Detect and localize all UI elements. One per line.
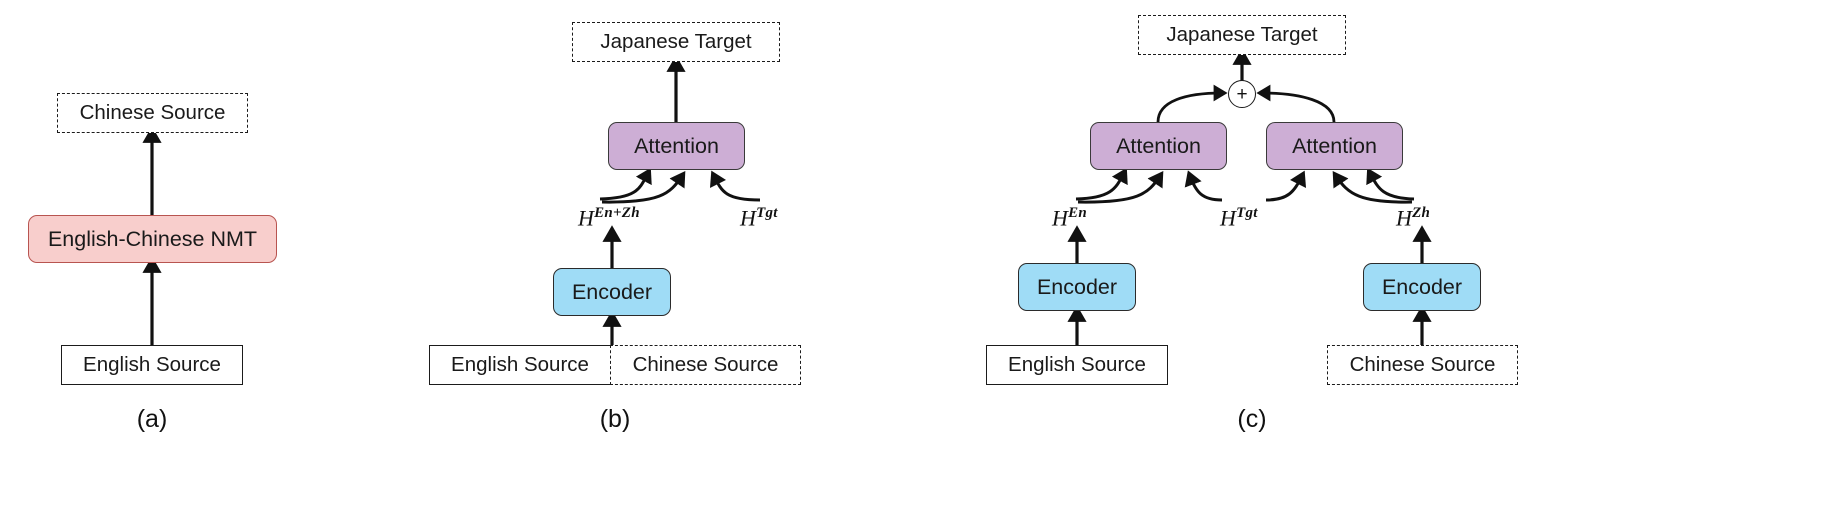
arrow-zh-state-to-right-attention-1: [1366, 167, 1415, 201]
panel-c-right-attention-box: Attention: [1266, 122, 1403, 170]
arrow-en-state-to-left-attention-1: [1075, 167, 1128, 201]
arrow-tgt-state-to-right-attention: [1265, 170, 1307, 202]
panel-a-chinese-source-label: Chinese Source: [79, 101, 226, 125]
h-symbol: H: [578, 205, 595, 231]
panel-b-encoder-box: Encoder: [553, 268, 671, 316]
panel-c-tgt-state-label: HTgt: [1220, 205, 1258, 231]
panel-b-encoder-state-label: HEn+Zh: [578, 205, 640, 231]
panel-b-chinese-source-box: Chinese Source: [610, 345, 801, 385]
panel-c-left-attention-box: Attention: [1090, 122, 1227, 170]
panel-a-nmt-box: English-Chinese NMT: [28, 215, 277, 263]
panel-c-right-encoder-box: Encoder: [1363, 263, 1481, 311]
panel-b-japanese-target-box: Japanese Target: [572, 22, 780, 62]
arrow-en-state-to-left-attention-2: [1077, 171, 1164, 204]
panel-c-japanese-target-box: Japanese Target: [1138, 15, 1346, 55]
h-superscript: En: [1068, 205, 1087, 221]
panel-c-left-encoder-box: Encoder: [1018, 263, 1136, 311]
panel-c-combine-label: +: [1236, 83, 1248, 105]
panel-c-right-encoder-label: Encoder: [1381, 274, 1463, 299]
arrow-zh-state-to-right-attention-2: [1332, 171, 1413, 204]
arrow-right-attention-to-combine: [1256, 84, 1336, 123]
panel-c-left-encoder-label: Encoder: [1036, 274, 1118, 299]
panel-b-attention-label: Attention: [634, 133, 719, 158]
arrow-tgt-state-to-attention: [709, 170, 761, 202]
panel-a-nmt-label: English-Chinese NMT: [47, 226, 258, 251]
panel-c-combine-node: +: [1228, 80, 1256, 108]
panel-b-encoder-label: Encoder: [571, 279, 653, 304]
panel-c-chinese-source-box: Chinese Source: [1327, 345, 1518, 385]
arrow-enc-state-to-attention-2: [601, 171, 686, 204]
panel-c-left-attention-label: Attention: [1116, 133, 1201, 158]
arrow-enc-state-to-attention-1: [599, 167, 652, 201]
panel-b-japanese-target-label: Japanese Target: [600, 30, 752, 54]
panel-b-english-source-label: English Source: [451, 353, 589, 377]
panel-b-caption: (b): [599, 405, 631, 433]
h-symbol: H: [740, 205, 757, 231]
h-symbol: H: [1396, 205, 1413, 231]
panel-c-zh-state-label: HZh: [1396, 205, 1430, 231]
panel-c-caption: (c): [1237, 405, 1267, 433]
h-symbol: H: [1220, 205, 1237, 231]
panel-a-chinese-source-box: Chinese Source: [57, 93, 248, 133]
panel-b-target-state-label: HTgt: [740, 205, 778, 231]
panel-c-en-state-label: HEn: [1052, 205, 1087, 231]
panel-c-japanese-target-label: Japanese Target: [1166, 23, 1318, 47]
panel-c-chinese-source-label: Chinese Source: [1349, 353, 1496, 377]
h-superscript: Tgt: [756, 205, 778, 221]
h-superscript: En+Zh: [594, 205, 640, 221]
panel-b-attention-box: Attention: [608, 122, 745, 170]
arrow-tgt-state-to-left-attention: [1184, 170, 1223, 202]
h-superscript: Tgt: [1236, 205, 1258, 221]
panel-b-english-source-box: English Source: [429, 345, 611, 385]
panel-a-caption: (a): [136, 405, 168, 433]
h-superscript: Zh: [1412, 205, 1431, 221]
arrow-left-attention-to-combine: [1156, 84, 1228, 123]
panel-c-english-source-label: English Source: [1008, 353, 1146, 377]
panel-c-right-attention-label: Attention: [1292, 133, 1377, 158]
panel-b-chinese-source-label: Chinese Source: [632, 353, 779, 377]
panel-a-english-source-label: English Source: [83, 353, 221, 377]
h-symbol: H: [1052, 205, 1069, 231]
panel-c-english-source-box: English Source: [986, 345, 1168, 385]
panel-a-english-source-box: English Source: [61, 345, 243, 385]
